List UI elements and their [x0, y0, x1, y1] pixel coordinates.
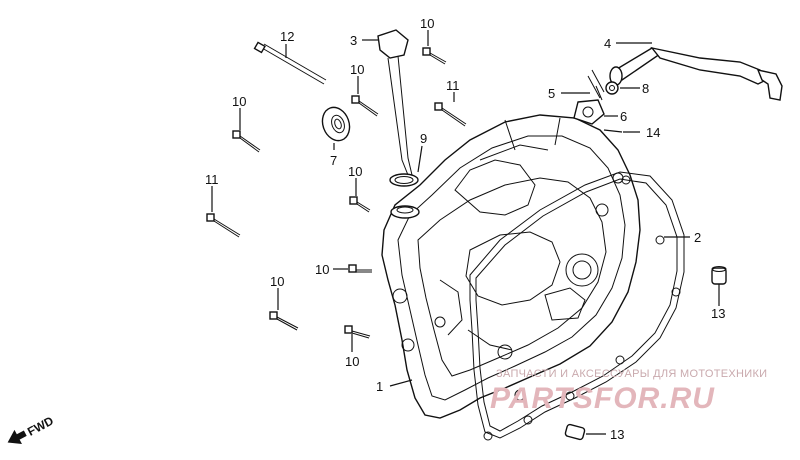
kick-starter-arm: [609, 46, 783, 101]
label-part-10-mid: 10: [348, 164, 362, 179]
label-part-4: 4: [604, 36, 611, 51]
return-spring: [587, 69, 605, 101]
part-labels: 1 2 3 4 5 6 7 8 9 10 10 10 10 10 10 10 1…: [205, 16, 725, 442]
label-part-10-upper: 10: [350, 62, 364, 77]
label-part-11-left: 11: [205, 172, 219, 187]
label-part-13-right: 13: [711, 306, 725, 321]
oil-dipstick: [377, 29, 413, 176]
leader-lines: [211, 30, 720, 435]
dowel-pin-right: [711, 266, 727, 285]
dowel-pin-bottom: [564, 423, 586, 441]
label-part-9: 9: [420, 131, 427, 146]
washer: [605, 81, 619, 95]
label-part-8: 8: [642, 81, 649, 96]
bolt-10-lower: [344, 325, 371, 339]
bolt-10-left: [232, 130, 261, 153]
label-part-11-upper: 11: [446, 78, 460, 93]
label-part-10-top: 10: [420, 16, 434, 31]
watermark-brand: PARTSFOR.RU: [490, 382, 715, 415]
label-part-14: 14: [646, 125, 660, 140]
label-part-3: 3: [350, 33, 357, 48]
label-part-10-left: 10: [232, 94, 246, 109]
clip: [603, 129, 623, 133]
label-part-10-lower-left: 10: [270, 274, 284, 289]
bolt-10-center: [348, 264, 372, 273]
bolt-10-top: [422, 47, 447, 65]
label-part-7: 7: [330, 153, 337, 168]
long-bolt: [253, 41, 327, 85]
forward-arrow-icon: [7, 429, 27, 444]
label-part-13-bottom: 13: [610, 427, 624, 442]
label-part-10-lower: 10: [345, 354, 359, 369]
bolt-10-mid: [349, 196, 371, 213]
o-ring: [389, 173, 419, 187]
bolt-11-left: [206, 213, 241, 238]
label-part-5: 5: [548, 86, 555, 101]
gasket: [469, 171, 685, 441]
label-part-10-center: 10: [315, 262, 329, 277]
bolt-10-lower-left: [269, 311, 299, 331]
label-part-1: 1: [376, 379, 383, 394]
label-part-2: 2: [694, 230, 701, 245]
oil-seal: [573, 99, 605, 125]
forward-label: FWD: [25, 413, 56, 438]
bearing: [321, 106, 351, 142]
forward-direction-indicator: FWD: [7, 413, 56, 444]
label-part-6: 6: [620, 109, 627, 124]
watermark: ЗАПЧАСТИ И АКСЕССУАРЫ ДЛЯ МОТОТЕХНИКИ PA…: [490, 368, 767, 415]
bolt-11-upper: [434, 102, 467, 127]
label-part-12: 12: [280, 29, 294, 44]
watermark-tagline: ЗАПЧАСТИ И АКСЕССУАРЫ ДЛЯ МОТОТЕХНИКИ: [496, 368, 767, 380]
bolt-10-upper: [351, 95, 379, 117]
